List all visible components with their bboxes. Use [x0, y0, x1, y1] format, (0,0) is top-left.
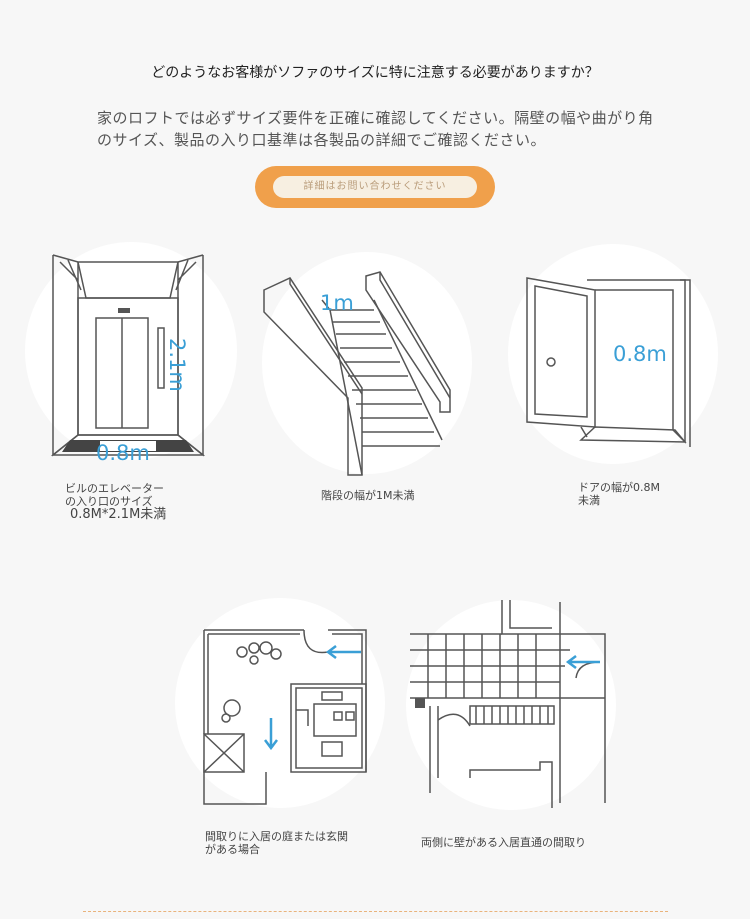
inquiry-button[interactable]: 詳細はお問い合わせください	[255, 166, 495, 208]
floorplan-walls-caption: 両側に壁がある入居直通の間取り	[421, 836, 586, 849]
floorplan-garden-caption: 間取りに入居の庭または玄関 がある場合	[205, 830, 348, 856]
elevator-caption: ビルのエレベーター の入り口のサイズ 0.8M*2.1M未満	[65, 482, 167, 522]
elevator-illustration-circle	[25, 242, 237, 460]
description-text: 家のロフトでは必ずサイズ要件を正確に確認してください。隔壁の幅や曲がり角のサイズ…	[97, 109, 654, 149]
door-caption: ドアの幅が0.8M 未満	[578, 481, 660, 507]
floorplan-garden-circle	[175, 598, 385, 808]
elevator-height-label: 2.1m	[165, 338, 189, 392]
elevator-illustration: 2.1m 0.8m	[50, 254, 206, 465]
inquiry-button-label: 詳細はお問い合わせください	[273, 176, 477, 198]
elevator-width-label: 0.8m	[96, 441, 150, 465]
door-illustration: 0.8m	[526, 277, 691, 447]
floorplan-walls-circle	[406, 600, 616, 810]
stairs-illustration: 1m	[263, 271, 451, 476]
stairs-width-label: 1m	[320, 291, 354, 315]
floorplan-walls-illustration	[410, 600, 606, 808]
floorplan-garden-illustration	[203, 629, 367, 805]
door-width-label: 0.8m	[613, 342, 667, 366]
stairs-caption: 階段の幅が1M未満	[321, 489, 415, 502]
question-heading: どのようなお客様がソファのサイズに特に注意する必要がありますか？	[151, 65, 599, 81]
section-divider	[83, 911, 668, 912]
